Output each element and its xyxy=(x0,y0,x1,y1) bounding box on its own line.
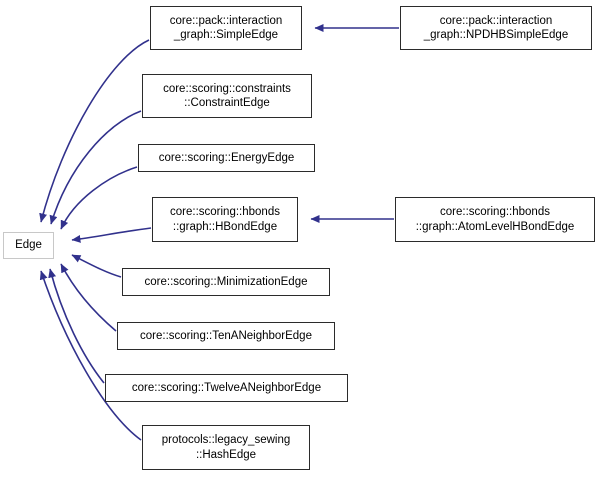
connectors xyxy=(39,24,399,441)
connector-energy-edge-to-edge xyxy=(60,166,138,230)
node-twelve-a-neighbor-edge-label: core::scoring::TwelveANeighborEdge xyxy=(131,381,322,394)
connector-hbond-edge-to-edge xyxy=(71,227,152,243)
node-simple-edge[interactable]: core::pack::interaction _graph::SimpleEd… xyxy=(150,6,302,50)
node-ten-a-neighbor-edge-label: core::scoring::TenANeighborEdge xyxy=(140,329,312,342)
node-hbond-edge[interactable]: core::scoring::hbonds ::graph::HBondEdge xyxy=(152,197,298,242)
node-energy-edge-label: core::scoring::EnergyEdge xyxy=(158,151,295,164)
node-constraint-edge-label: core::scoring::constraints ::ConstraintE… xyxy=(163,82,291,110)
connector-hash-edge-to-edge xyxy=(39,270,142,441)
node-constraint-edge[interactable]: core::scoring::constraints ::ConstraintE… xyxy=(142,74,312,118)
node-npdhb-simple-edge-label: core::pack::interaction _graph::NPDHBSim… xyxy=(423,14,569,42)
connector-constraint-edge-to-edge xyxy=(49,110,142,225)
node-hash-edge[interactable]: protocols::legacy_sewing ::HashEdge xyxy=(142,425,310,470)
node-minimization-edge-label: core::scoring::MinimizationEdge xyxy=(144,275,308,288)
node-hbond-edge-label: core::scoring::hbonds ::graph::HBondEdge xyxy=(170,206,280,233)
connector-minimization-edge-to-edge xyxy=(71,254,122,278)
node-hash-edge-label: protocols::legacy_sewing ::HashEdge xyxy=(161,434,291,461)
node-atom-level-hbond-edge-label: core::scoring::hbonds ::graph::AtomLevel… xyxy=(415,206,575,233)
node-edge: Edge xyxy=(3,232,54,259)
node-energy-edge[interactable]: core::scoring::EnergyEdge xyxy=(138,144,315,172)
node-ten-a-neighbor-edge[interactable]: core::scoring::TenANeighborEdge xyxy=(117,322,335,350)
node-minimization-edge[interactable]: core::scoring::MinimizationEdge xyxy=(122,268,330,296)
connector-twelve-a-neighbor-edge-to-edge xyxy=(48,268,105,384)
node-edge-label: Edge xyxy=(15,239,42,252)
connector-simple-edge-to-edge xyxy=(39,39,150,223)
node-twelve-a-neighbor-edge[interactable]: core::scoring::TwelveANeighborEdge xyxy=(105,374,348,402)
node-atom-level-hbond-edge[interactable]: core::scoring::hbonds ::graph::AtomLevel… xyxy=(395,197,595,242)
node-npdhb-simple-edge[interactable]: core::pack::interaction _graph::NPDHBSim… xyxy=(400,6,592,50)
node-simple-edge-label: core::pack::interaction _graph::SimpleEd… xyxy=(169,14,283,42)
connector-ten-a-neighbor-edge-to-edge xyxy=(60,263,117,332)
